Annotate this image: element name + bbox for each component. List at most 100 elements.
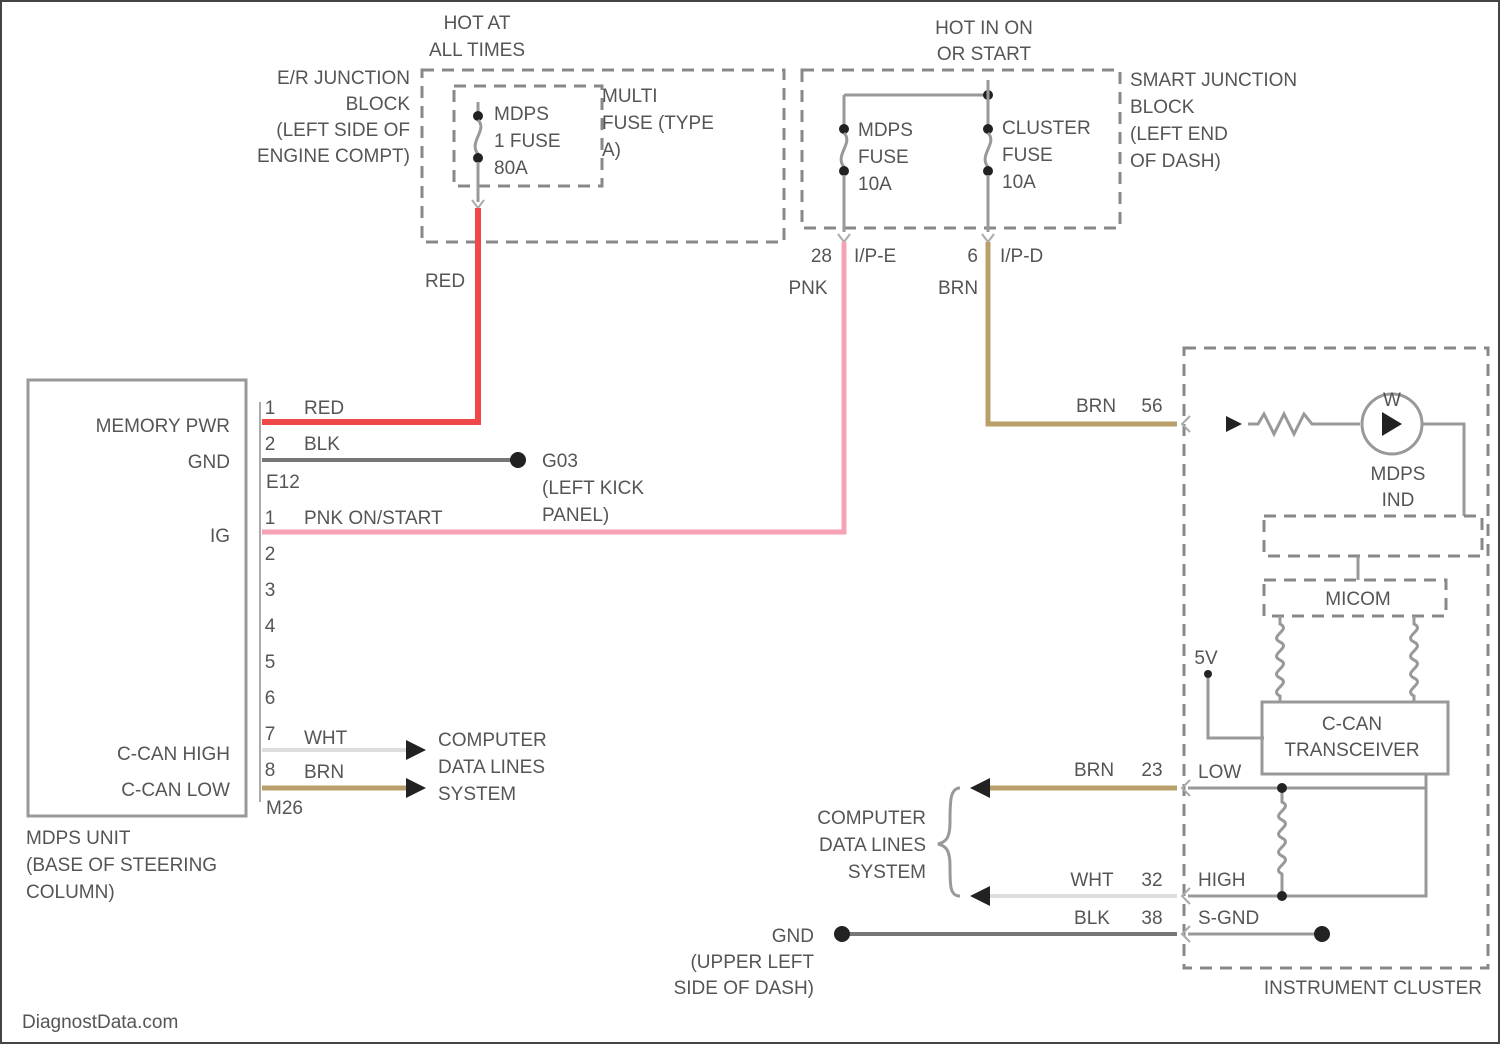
mdps-fuse-element (841, 133, 847, 167)
micom-label: MICOM (1325, 589, 1390, 610)
cluster-high-label: HIGH (1198, 870, 1246, 891)
pin-3: 3 (265, 580, 276, 601)
multi-fuse-label-3: A) (602, 140, 621, 161)
pin-7: 7 (265, 724, 276, 745)
pin-8: 8 (265, 760, 276, 781)
brown-wire-label-top: BRN (938, 278, 978, 299)
comp-data-left-label-3: SYSTEM (438, 784, 516, 805)
g03-label-2: (LEFT KICK (542, 478, 644, 499)
can-transceiver-box (1262, 702, 1448, 774)
red-wire (262, 208, 478, 422)
brown-low-pin: 23 (1141, 760, 1162, 781)
mdps1-fuse-terminal-bottom (473, 153, 483, 163)
er-junction-label-4: ENGINE COMPT) (257, 146, 410, 167)
indicator-return-wire (1422, 424, 1464, 516)
cluster-fuse-element (985, 133, 991, 167)
cluster-fuse-label-2: FUSE (1002, 145, 1053, 166)
black-gnd-pin: 38 (1141, 908, 1162, 929)
er-junction-label-2: BLOCK (346, 94, 411, 115)
red-wire-label-top: RED (425, 271, 465, 292)
brn-pin-wire-label: BRN (304, 762, 344, 783)
mdps1-fuse-terminal-top (473, 111, 483, 121)
brown-wire-cluster-pin: 56 (1141, 396, 1162, 417)
pnk-pin-wire-label: PNK ON/START (304, 508, 443, 529)
blk-pin-wire-label: BLK (304, 434, 340, 455)
pin-1-ig: 1 (265, 508, 276, 529)
mdps-unit-name-2: (BASE OF STEERING (26, 855, 217, 876)
hot-in-on-label: HOT IN ON (935, 18, 1033, 39)
mdps1-fuse-element (475, 120, 481, 154)
mdps-ind-label-1: MDPS (1371, 464, 1426, 485)
hot-in-on-label-2: OR START (937, 44, 1032, 65)
smart-junction-label-3: (LEFT END (1130, 124, 1228, 145)
hot-at-all-times-label-2: ALL TIMES (429, 40, 525, 61)
g03-ground-point (510, 452, 526, 468)
pin-1-memory: 1 (265, 398, 276, 419)
termination-coil (1279, 788, 1286, 896)
ip-e-pin: 28 (811, 246, 832, 267)
mdps1-fuse-label-2: 1 FUSE (494, 131, 561, 152)
mdps-fuse-label-2: FUSE (858, 147, 909, 168)
ip-e-connector: I/P-E (854, 246, 896, 267)
cluster-fuse-terminal-top (983, 124, 993, 134)
er-junction-label-1: E/R JUNCTION (277, 68, 410, 89)
s-gnd-point (1314, 926, 1330, 942)
resistor-symbol (1248, 414, 1360, 434)
mdps-memory-pwr-label: MEMORY PWR (96, 416, 230, 437)
instrument-cluster-label: INSTRUMENT CLUSTER (1264, 978, 1482, 999)
gnd-dash-label-1: GND (772, 926, 814, 947)
pink-wire-label-top: PNK (788, 278, 827, 299)
watermark: DiagnostData.com (22, 1012, 178, 1033)
can-low-node (1277, 783, 1287, 793)
white-high-label: WHT (1070, 870, 1114, 891)
multi-fuse-label-1: MULTI (602, 86, 658, 107)
brown-wire-cluster-label: BRN (1076, 396, 1116, 417)
smart-junction-label-2: BLOCK (1130, 97, 1195, 118)
ip-d-connector: I/P-D (1000, 246, 1043, 267)
cluster-fuse-label-1: CLUSTER (1002, 118, 1091, 139)
comp-data-right-label-2: DATA LINES (819, 835, 926, 856)
mdps-unit-name-3: COLUMN) (26, 882, 115, 903)
ip-e-connector-symbol (838, 234, 850, 242)
comp-data-right-label-1: COMPUTER (817, 808, 926, 829)
mdps-ig-label: IG (210, 526, 230, 547)
comp-data-left-label-2: DATA LINES (438, 757, 545, 778)
gnd-dash-label-2: (UPPER LEFT (690, 952, 814, 973)
mdps-indicator-led (1382, 412, 1402, 436)
can-transceiver-label-1: C-CAN (1322, 714, 1382, 735)
e12-connector: E12 (266, 472, 300, 493)
can-high-node (1277, 891, 1287, 901)
smart-junction-label-1: SMART JUNCTION (1130, 70, 1297, 91)
mdps-ind-label-2: IND (1382, 490, 1415, 511)
pin-2-gnd: 2 (265, 434, 276, 455)
pin-4: 4 (265, 616, 276, 637)
can-low-arrow (406, 778, 426, 798)
mdps1-fuse-label-1: MDPS (494, 104, 549, 125)
g03-label-3: PANEL) (542, 505, 609, 526)
multi-fuse-label-2: FUSE (TYPE (602, 113, 714, 134)
five-volt-node (1204, 670, 1212, 678)
gnd-dash-label-3: SIDE OF DASH) (674, 978, 814, 999)
mdps-fuse-terminal-bottom (839, 166, 849, 176)
mdps1-fuse-label-3: 80A (494, 158, 528, 179)
mdps-fuse-label-1: MDPS (858, 120, 913, 141)
pin-5: 5 (265, 652, 276, 673)
er-junction-label-3: (LEFT SIDE OF (276, 120, 410, 141)
ip-d-connector-symbol (982, 234, 994, 242)
cluster-s-gnd-label: S-GND (1198, 908, 1259, 929)
mdps-indicator-w: W (1383, 390, 1401, 411)
can-low-right-arrow (970, 778, 990, 798)
mdps-unit-name-1: MDPS UNIT (26, 828, 131, 849)
black-gnd-label: BLK (1074, 908, 1110, 929)
can-high-arrow (406, 740, 426, 760)
cluster-fuse-label-3: 10A (1002, 172, 1036, 193)
five-volt-wire (1208, 678, 1264, 738)
white-high-pin: 32 (1141, 870, 1162, 891)
brown-low-label: BRN (1074, 760, 1114, 781)
red-pin-wire-label: RED (304, 398, 344, 419)
cluster-inner-box (1264, 516, 1482, 556)
smart-junction-label-4: OF DASH) (1130, 151, 1221, 172)
g03-label-1: G03 (542, 451, 578, 472)
